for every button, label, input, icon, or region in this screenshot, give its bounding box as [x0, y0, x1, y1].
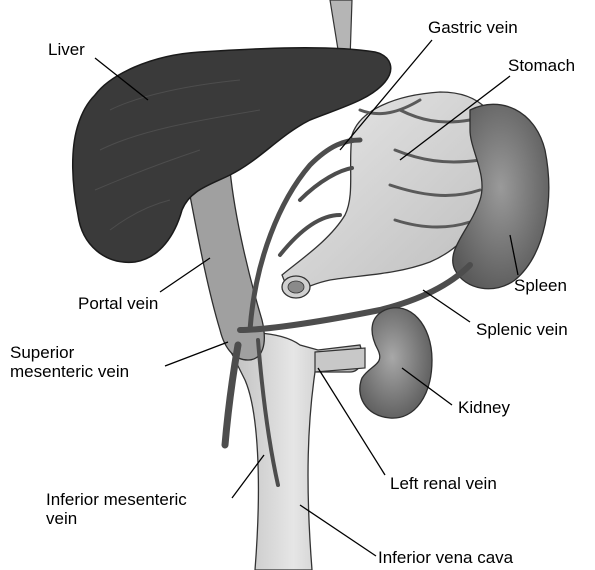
kidney-shape [360, 308, 432, 418]
pylorus-lumen [288, 281, 304, 293]
leader-superior-mesenteric [165, 342, 228, 366]
leader-inferior-vena-cava [300, 505, 376, 556]
label-gastric-vein: Gastric vein [428, 18, 518, 37]
label-superior-mesenteric-line2: mesenteric vein [10, 362, 129, 381]
superior-mesenteric-vein-vessel [225, 345, 238, 445]
label-inferior-mesenteric-vein: Inferior mesenteric vein [46, 490, 187, 528]
label-kidney: Kidney [458, 398, 510, 417]
label-stomach: Stomach [508, 56, 575, 75]
leader-splenic-vein [423, 290, 470, 322]
label-splenic-vein: Splenic vein [476, 320, 568, 339]
leader-portal-vein [160, 258, 210, 292]
label-portal-vein: Portal vein [78, 294, 158, 313]
label-liver: Liver [48, 40, 85, 59]
label-superior-mesenteric-line1: Superior [10, 343, 129, 362]
label-spleen: Spleen [514, 276, 567, 295]
left-renal-vein-vessel [315, 348, 365, 372]
label-inferior-vena-cava: Inferior vena cava [378, 548, 513, 567]
label-superior-mesenteric-vein: Superior mesenteric vein [10, 343, 129, 381]
label-inferior-mesenteric-line2: vein [46, 509, 187, 528]
label-inferior-mesenteric-line1: Inferior mesenteric [46, 490, 187, 509]
label-left-renal-vein: Left renal vein [390, 474, 497, 493]
